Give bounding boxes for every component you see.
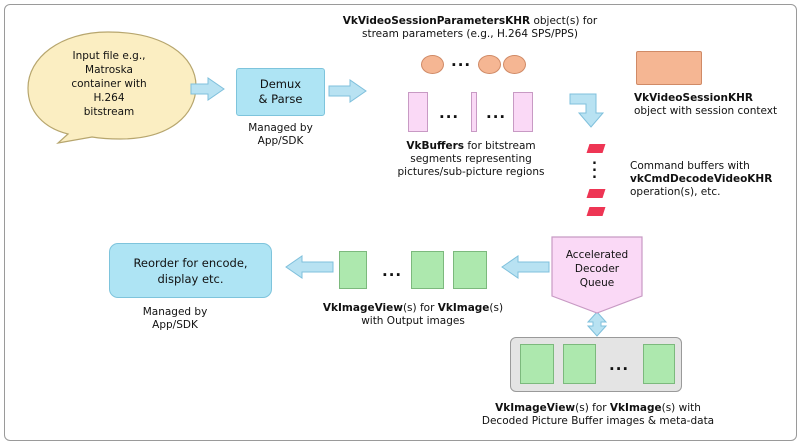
bitstream-buffer [471, 92, 477, 132]
decoder-queue-line: Accelerated [565, 249, 629, 261]
reorder-label: display etc. [157, 271, 224, 286]
demux-label: & Parse [258, 92, 303, 106]
session-params-bold: VkVideoSessionParametersKHR [342, 15, 531, 27]
cmd-caption-line: Command buffers with [630, 160, 750, 172]
input-file-line: Input file e.g., [72, 50, 146, 62]
arrow-queue-dpb [586, 311, 608, 337]
output-images-caption: VkImageView(s) for VkImage(s) with Outpu… [318, 302, 508, 328]
arrow-queue-to-output [501, 255, 550, 279]
buffers-caption-bold: VkBuffers [406, 140, 465, 152]
reorder-label: Reorder for encode, [133, 255, 248, 270]
video-session-caption: VkVideoSessionKHR object with session co… [634, 92, 777, 118]
decoder-queue-label: Accelerated Decoder Queue [552, 248, 642, 290]
arrow-buffers-to-cmd [569, 93, 605, 128]
command-buffer [586, 189, 606, 198]
bitstream-buffer [513, 92, 533, 132]
dpb-image [520, 344, 554, 384]
cmd-caption-bold: vkCmdDecodeVideoKHR [630, 173, 773, 185]
decoder-queue-shape [551, 236, 643, 314]
decoder-queue-line: Decoder [574, 263, 620, 275]
dpb-caption: VkImageView(s) for VkImage(s) with Decod… [470, 402, 726, 428]
demux-caption-line: App/SDK [257, 135, 304, 147]
bitstream-buffer [408, 92, 428, 132]
reorder-caption: Managed by App/SDK [130, 306, 220, 332]
video-session-bold: VkVideoSessionKHR [634, 92, 753, 104]
buffers-caption-line: segments representing [410, 153, 532, 165]
demux-label: Demux [259, 77, 302, 91]
arrow-demux-to-buffers [328, 79, 367, 103]
session-params-object [503, 55, 526, 74]
video-session-line2: object with session context [634, 105, 778, 117]
caption-bold: VkImage [437, 302, 490, 314]
cmd-caption-line: operation(s), etc. [630, 186, 721, 198]
output-image [411, 251, 444, 289]
output-ellipsis: ... [382, 262, 403, 280]
session-params-line2: stream parameters (e.g., H.264 SPS/PPS) [362, 28, 578, 40]
buffers-ellipsis-2: ... [486, 104, 507, 122]
output-caption-line2: with Output images [361, 315, 465, 327]
reorder-caption-line: Managed by [142, 306, 208, 318]
video-session-box [636, 51, 702, 85]
session-params-rest: object(s) for [530, 15, 598, 27]
caption-rest: (s) [489, 302, 504, 314]
dpb-ellipsis: ... [609, 356, 630, 374]
buffers-caption-rest: for bitstream [464, 140, 536, 152]
caption-bold: VkImageView [495, 402, 576, 414]
input-file-line: container with [71, 78, 147, 90]
arrow-input-to-demux [190, 77, 225, 101]
command-buffer [586, 144, 606, 153]
input-file-line: Matroska [85, 64, 133, 76]
demux-parse-box: Demux & Parse [236, 68, 325, 116]
dpb-image [643, 344, 675, 384]
input-file-bubble [27, 31, 197, 144]
caption-bold: VkImageView [322, 302, 403, 314]
caption-rest: (s) for [575, 402, 610, 414]
output-image [339, 251, 367, 289]
decoder-queue-line: Queue [579, 277, 615, 289]
caption-bold: VkImage [609, 402, 662, 414]
output-image [453, 251, 487, 289]
reorder-caption-line: App/SDK [152, 319, 198, 331]
session-params-ellipsis: ... [451, 52, 472, 70]
arrow-output-to-reorder [285, 255, 334, 279]
reorder-box: Reorder for encode, display etc. [109, 243, 272, 298]
input-file-text: Input file e.g., Matroska container with… [48, 49, 170, 119]
dpb-image [563, 344, 596, 384]
demux-caption-line: Managed by [248, 122, 313, 134]
buffers-caption: VkBuffers for bitstream segments represe… [390, 140, 552, 179]
demux-caption: Managed by App/SDK [234, 122, 327, 148]
session-params-object [478, 55, 501, 74]
session-params-object [421, 55, 444, 74]
session-params-title: VkVideoSessionParametersKHR object(s) fo… [340, 15, 600, 41]
input-file-line: bitstream [83, 106, 135, 118]
cmd-ellipsis: ... [592, 153, 598, 182]
command-buffer [586, 207, 606, 216]
caption-rest: (s) for [402, 302, 438, 314]
input-file-line: H.264 [93, 92, 125, 104]
buffers-ellipsis-1: ... [439, 104, 460, 122]
dpb-caption-line2: Decoded Picture Buffer images & meta-dat… [481, 415, 715, 427]
caption-rest: (s) with [661, 402, 701, 414]
cmd-buffers-caption: Command buffers with vkCmdDecodeVideoKHR… [630, 160, 772, 199]
buffers-caption-line: pictures/sub-picture regions [397, 166, 545, 178]
